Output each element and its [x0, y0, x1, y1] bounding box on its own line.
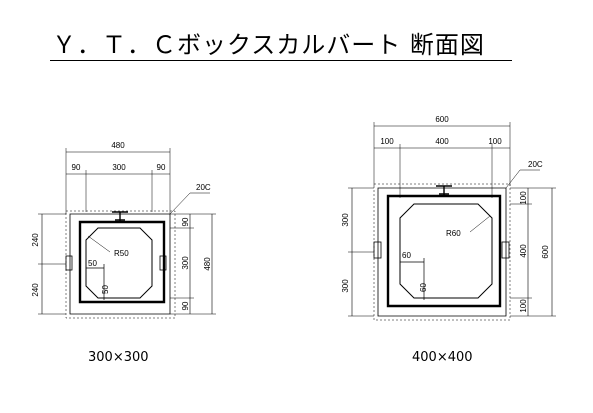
joint-left: [65, 255, 73, 271]
joint-right: [159, 255, 167, 271]
caption-300: 300×300: [88, 350, 149, 365]
section-300: [38, 148, 216, 319]
dim-haunch-h: 60: [402, 251, 411, 260]
title-underline: [50, 60, 512, 61]
dim-right-total: 480: [203, 257, 212, 271]
dim-right-wall: 90: [157, 163, 166, 172]
dim-right-bottom: 90: [181, 301, 190, 310]
rebar-outline: [78, 220, 166, 304]
dim-left-upper: 240: [31, 233, 40, 247]
dim-haunch-v: 50: [101, 285, 110, 294]
dim-left-wall: 90: [72, 163, 81, 172]
dim-right-top: 90: [181, 217, 190, 226]
dim-inner-width: 400: [435, 137, 449, 146]
dim-right-bottom: 100: [519, 299, 528, 313]
dim-right-top: 100: [519, 191, 528, 205]
dim-left-lower: 240: [31, 283, 40, 297]
dim-chamfer: 20C: [196, 183, 211, 192]
dim-haunch-v: 60: [419, 283, 428, 292]
outer-outline: [69, 213, 171, 315]
lifting-anchor: [436, 185, 452, 196]
dim-right-inner: 300: [181, 256, 190, 270]
rebar-outline: [386, 194, 502, 308]
dim-radius: R50: [114, 249, 129, 258]
dim-inner-width: 300: [112, 163, 126, 172]
dim-right-inner: 400: [519, 244, 528, 258]
joint-left: [373, 241, 382, 259]
dim-radius: R60: [446, 229, 461, 238]
outer-outline: [377, 187, 507, 317]
lifting-anchor: [112, 211, 128, 222]
section-400: [348, 122, 556, 321]
dim-total-width: 600: [435, 115, 449, 124]
caption-400: 400×400: [412, 350, 473, 365]
dim-haunch-h: 50: [88, 259, 97, 268]
dim-left-upper: 300: [341, 213, 350, 227]
dim-right-total: 600: [541, 245, 550, 259]
page-title: Ｙ．Ｔ．Ｃボックスカルバート 断面図: [52, 31, 485, 59]
dim-left-wall: 100: [380, 137, 394, 146]
inner-opening: [85, 227, 153, 299]
dim-total-width: 480: [111, 141, 125, 150]
joint-right: [501, 241, 510, 259]
dim-left-lower: 300: [341, 279, 350, 293]
inner-opening: [399, 203, 493, 299]
dim-right-wall: 100: [488, 137, 502, 146]
dim-chamfer: 20C: [528, 160, 543, 169]
